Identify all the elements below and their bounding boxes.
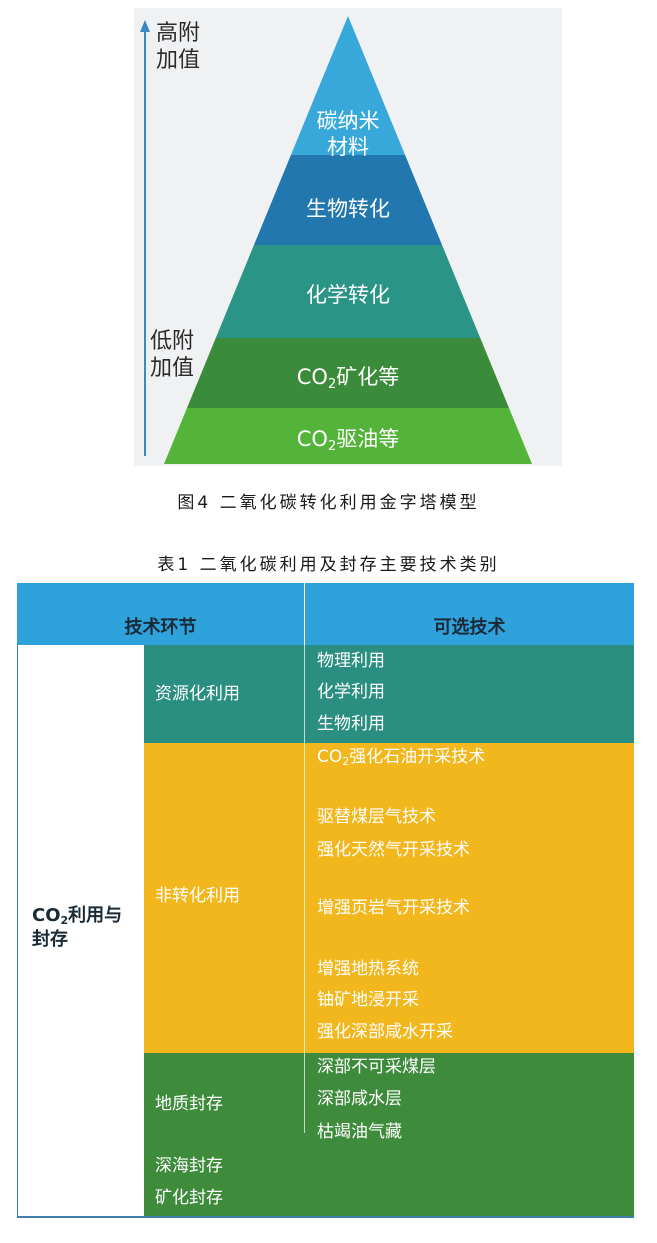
layer-1-line1: 碳纳米 <box>316 109 380 133</box>
co2-subscript: 2 <box>327 439 337 454</box>
technology-table: 技术环节 可选技术 CO2利用与 封存 资源化利用 物理利用 化学利用 生物利用… <box>17 583 634 1218</box>
value-axis-arrowhead <box>140 20 150 32</box>
table-caption: 表1 二氧化碳利用及封存主要技术类别 <box>157 555 500 575</box>
tech-item: 铀矿地浸开采 <box>317 990 419 1010</box>
group-storage <box>144 1053 634 1216</box>
root-cell: CO2利用与 封存 <box>17 645 144 1216</box>
layer-co2-mineralization <box>187 338 509 408</box>
tech-item: 生物利用 <box>317 714 385 734</box>
co2-subscript: 2 <box>327 377 337 392</box>
layer-co2-mineralization-label: CO2矿化等 <box>134 364 562 398</box>
tech-item: 化学利用 <box>317 682 385 702</box>
layer-chemical-conversion-label: 化学转化 <box>306 283 390 307</box>
group-name-ocean-storage: 深海封存 <box>155 1156 223 1176</box>
tech-item: 枯竭油气藏 <box>317 1122 402 1142</box>
root-label-line2: 封存 <box>32 929 68 950</box>
layer-carbon-nanomaterial-label: 碳纳米 材料 <box>134 108 562 160</box>
pyramid-graphic <box>140 16 532 464</box>
high-value-label-line1: 高附 <box>156 21 201 46</box>
tech-item: 增强地热系统 <box>317 959 419 979</box>
low-value-label-line2: 加值 <box>150 356 195 381</box>
group-resource-utilization <box>144 645 634 743</box>
column-divider <box>304 743 305 1053</box>
layer-1-line2: 材料 <box>327 135 369 159</box>
tech-item: 强化深部咸水开采 <box>317 1022 453 1042</box>
co2-prefix: CO <box>317 747 343 767</box>
layer-bioconversion-label: 生物转化 <box>306 197 390 221</box>
tech-item: 强化天然气开采技术 <box>317 840 470 860</box>
root-suffix: 利用与 <box>68 905 123 926</box>
layer-5-suffix: 驱油等 <box>336 427 400 451</box>
co2-prefix: CO <box>32 905 61 926</box>
tech-item: 增强页岩气开采技术 <box>317 898 470 918</box>
header-divider <box>304 583 305 645</box>
layer-co2-eor-label: CO2驱油等 <box>134 426 562 460</box>
high-value-label-line2: 加值 <box>156 48 201 73</box>
header-optional-tech: 可选技术 <box>305 583 634 645</box>
layer-4-suffix: 矿化等 <box>336 365 400 389</box>
figure-caption: 图4 二氧化碳转化利用金字塔模型 <box>177 493 480 513</box>
tech-item: 物理利用 <box>317 651 385 671</box>
root-label-line1: CO2利用与 <box>32 905 122 932</box>
tech-item: CO2强化石油开采技术 <box>317 746 485 773</box>
group-name-resource-utilization: 资源化利用 <box>155 684 240 704</box>
tech-item: 深部咸水层 <box>317 1089 402 1109</box>
group-name-non-conversion-utilization: 非转化利用 <box>155 886 240 906</box>
pyramid-figure: 高附 加值 低附 加值 碳纳米 材料 生物转化 化学转化 CO2矿化等 CO2驱… <box>134 8 562 466</box>
layer-co2-eor <box>164 408 532 464</box>
tech-item: 驱替煤层气技术 <box>317 807 436 827</box>
group-non-conversion-utilization <box>144 743 634 1053</box>
tech-suffix: 强化石油开采技术 <box>349 747 486 767</box>
low-value-label-line1: 低附 <box>150 329 195 354</box>
header-tech-stage: 技术环节 <box>17 583 304 645</box>
group-name-geological-storage: 地质封存 <box>155 1094 223 1114</box>
column-divider <box>304 1053 305 1133</box>
high-value-label: 高附 加值 <box>156 20 200 74</box>
group-name-mineral-storage: 矿化封存 <box>155 1188 223 1208</box>
low-value-label: 低附 加值 <box>150 328 194 382</box>
co2-subscript: 2 <box>60 914 69 927</box>
column-divider <box>304 645 305 743</box>
layer-carbon-nanomaterial <box>290 16 406 155</box>
layer-chemical-conversion <box>215 245 481 338</box>
co2-subscript: 2 <box>342 755 350 768</box>
layer-bioconversion <box>253 155 443 245</box>
co2-prefix: CO <box>296 427 328 451</box>
tech-item: 深部不可采煤层 <box>317 1057 436 1077</box>
co2-prefix: CO <box>296 365 328 389</box>
